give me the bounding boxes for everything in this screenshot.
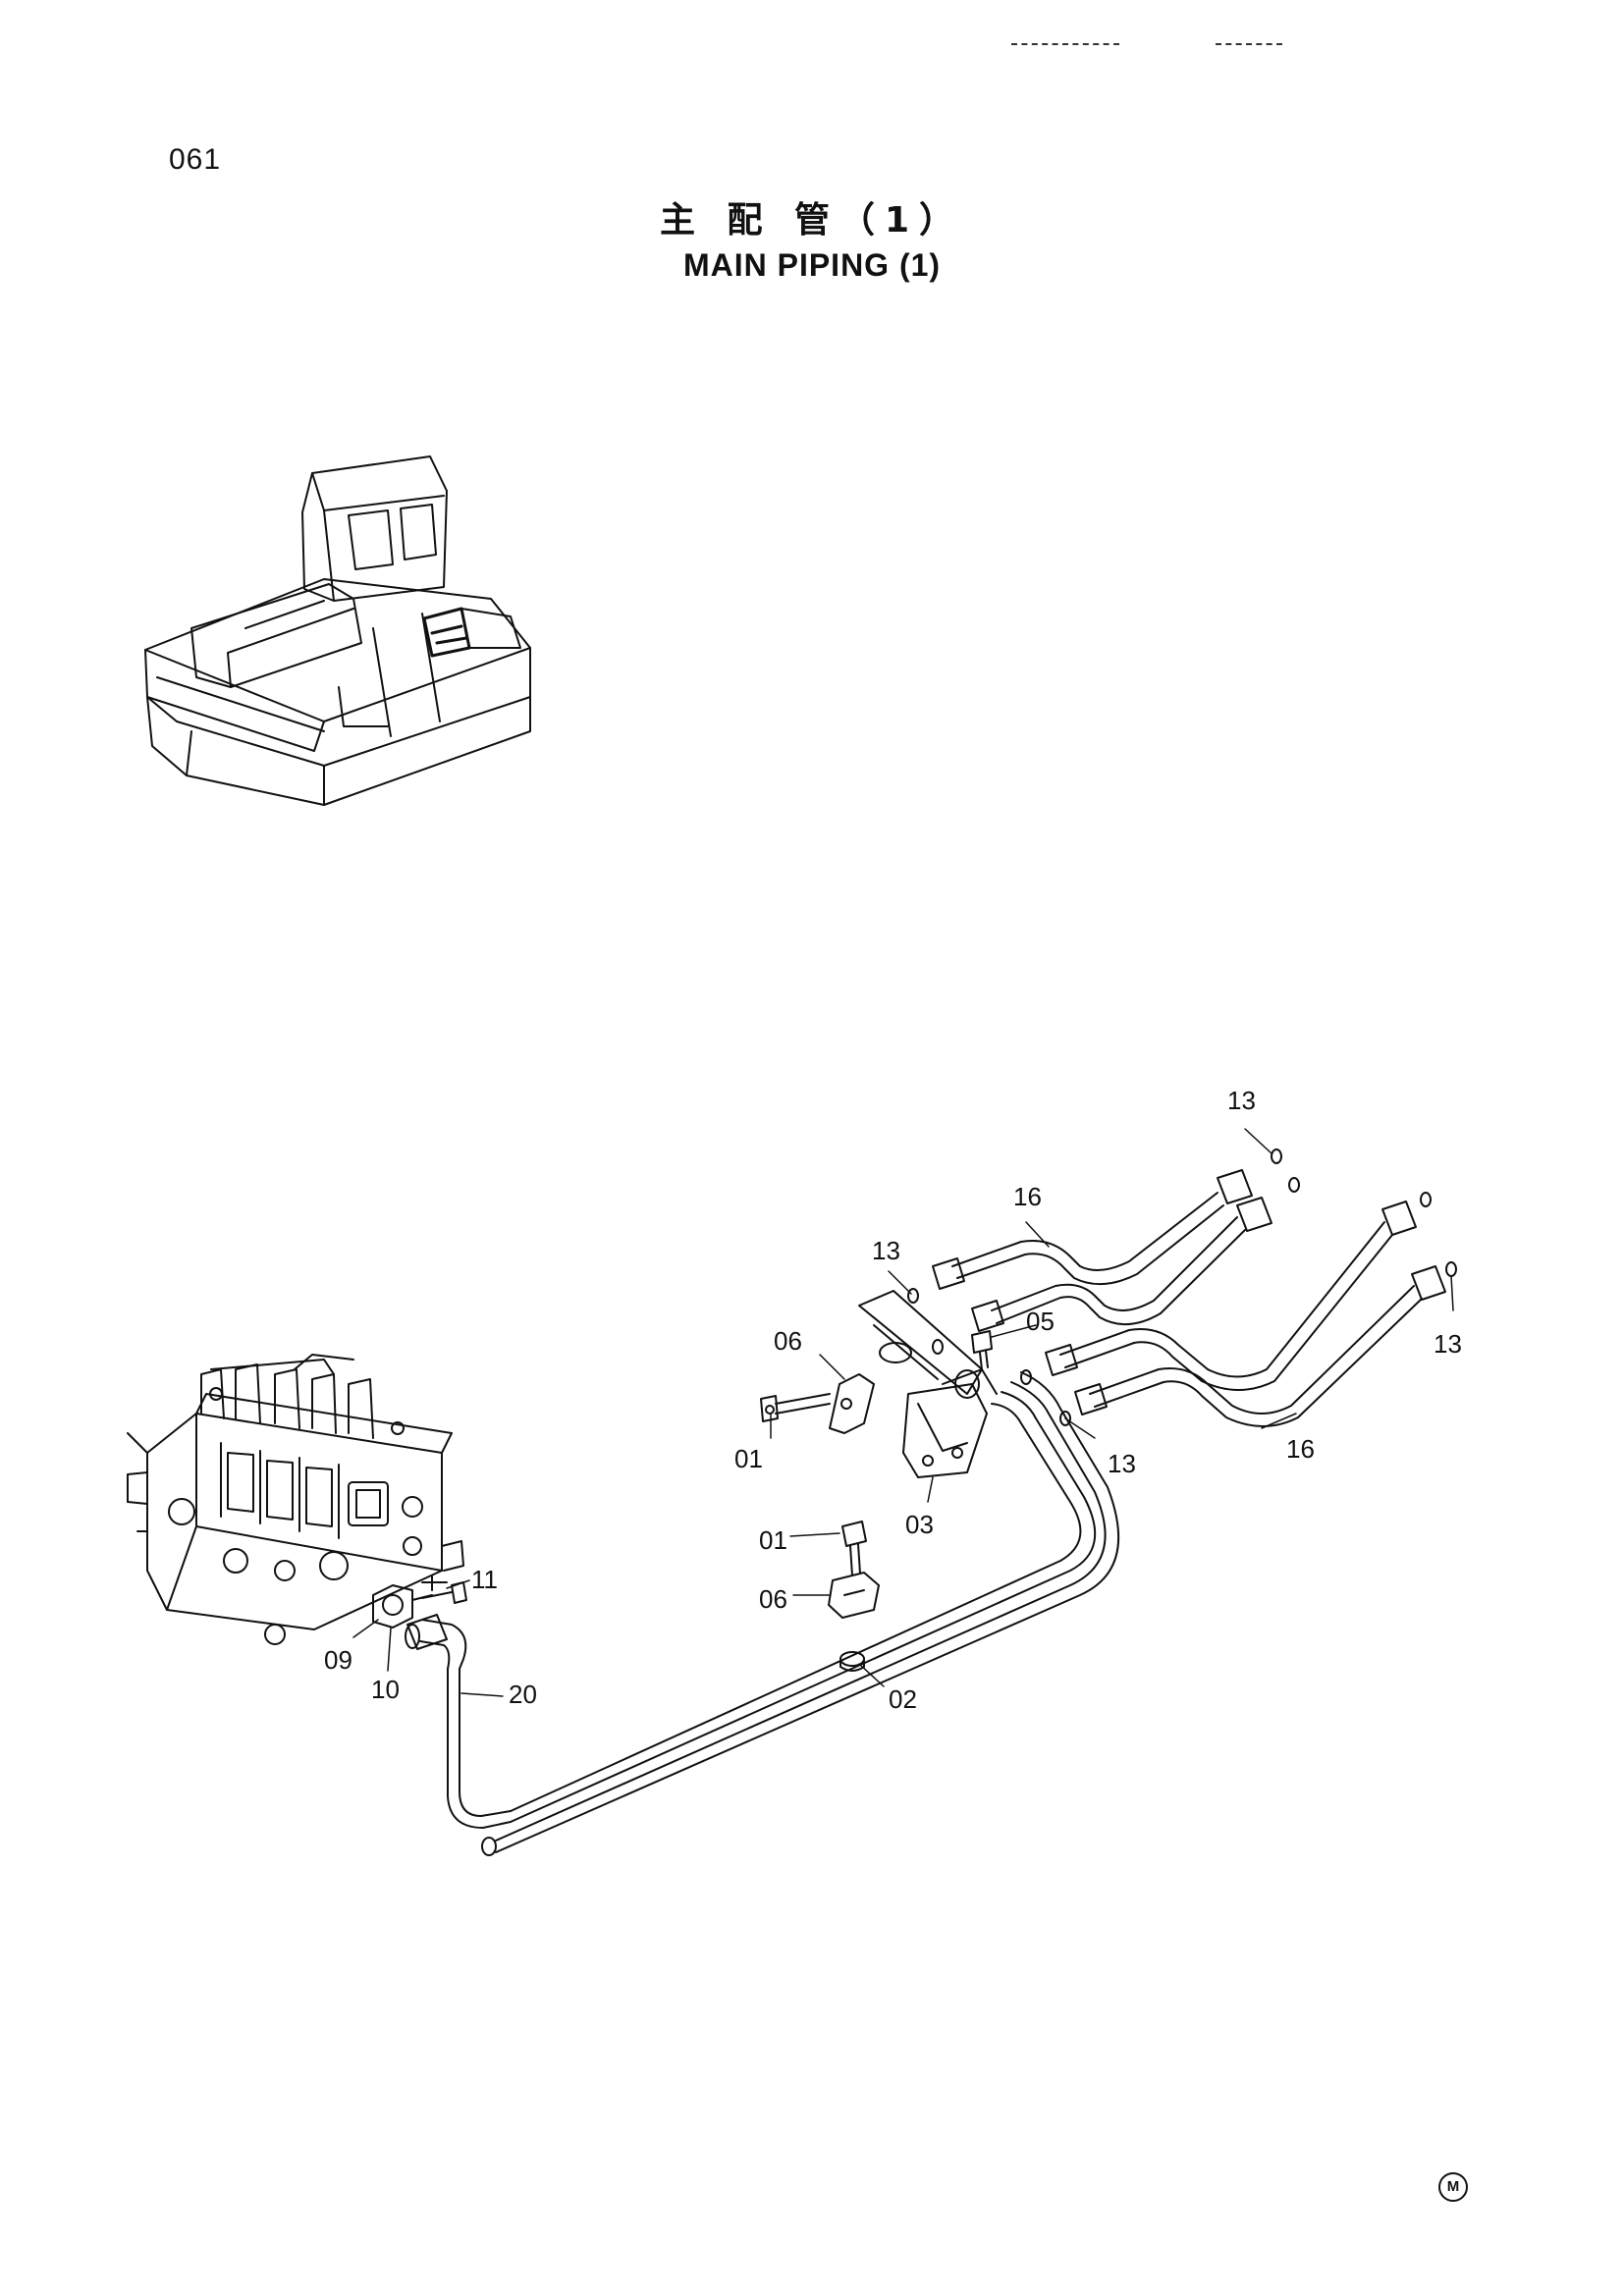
clamp-06-lower [828, 1572, 880, 1619]
page-title-japanese: 主 配 管（1） [659, 200, 965, 240]
callout-03: 03 [905, 1510, 934, 1539]
callout-09: 09 [324, 1645, 352, 1675]
bolt-01-lower [841, 1521, 867, 1576]
callout-01-upper: 01 [734, 1444, 763, 1473]
clamp-06-upper [829, 1373, 875, 1434]
callout-13-top: 13 [1227, 1086, 1256, 1115]
header-rule-left [1011, 43, 1119, 45]
bracket-03 [902, 1368, 998, 1478]
leader-lines [352, 1128, 1454, 1697]
main-pipe-20 [405, 1371, 1120, 1856]
spacer-02 [839, 1651, 865, 1672]
callout-16-upper: 16 [1013, 1182, 1042, 1211]
callout-11: 11 [471, 1565, 498, 1594]
hose-16 [858, 1148, 1457, 1427]
excavator-location-icon [144, 455, 531, 806]
callout-13-center: 13 [1108, 1449, 1136, 1478]
callout-13-right: 13 [1434, 1329, 1462, 1359]
callout-06-upper: 06 [774, 1326, 802, 1356]
callout-20: 20 [509, 1680, 537, 1709]
header-rule-right [1216, 43, 1282, 45]
registered-mark-icon: M [1438, 2172, 1468, 2202]
control-valve-icon [127, 1354, 464, 1645]
bolt-11 [421, 1581, 467, 1604]
callout-01-lower: 01 [759, 1525, 787, 1555]
callout-05: 05 [1026, 1307, 1055, 1336]
bolt-01-upper [760, 1393, 831, 1422]
callout-16-lower: 16 [1286, 1434, 1315, 1464]
callout-02: 02 [889, 1684, 917, 1714]
callout-13-left: 13 [872, 1236, 900, 1265]
bolt-05 [971, 1330, 993, 1370]
page-number: 061 [169, 143, 222, 176]
callout-10: 10 [371, 1675, 400, 1704]
page-title-english: MAIN PIPING (1) [682, 247, 942, 283]
callout-06-lower: 06 [759, 1584, 787, 1614]
